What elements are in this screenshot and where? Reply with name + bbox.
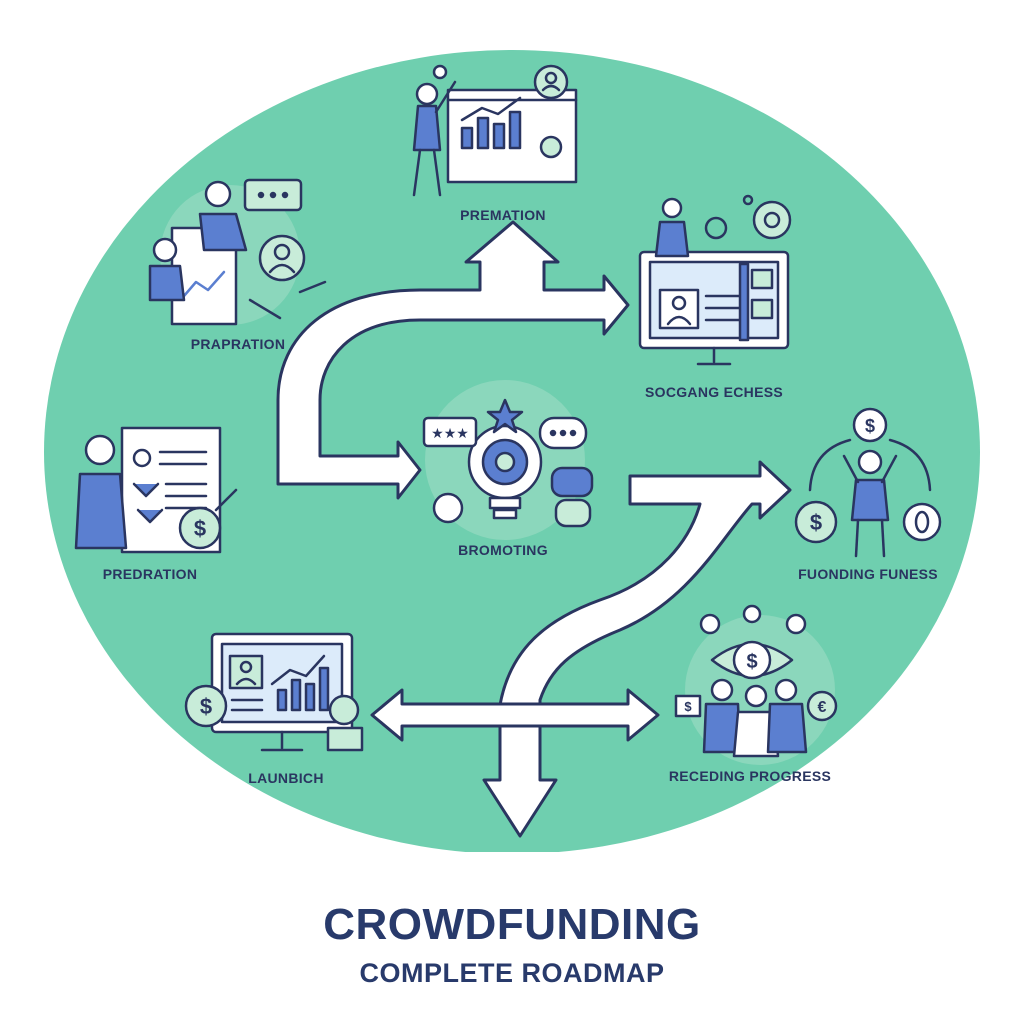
svg-text:$: $ <box>865 416 875 436</box>
monitor-chart-icon: $ <box>184 632 364 752</box>
curved-arrow-upper <box>276 220 630 500</box>
document-checklist-icon: $ <box>74 426 238 554</box>
svg-text:$: $ <box>810 510 822 535</box>
svg-text:$: $ <box>200 694 212 719</box>
stage-label-upper-left: PRAPRATION <box>190 336 286 352</box>
stage-label-left: PREDRATION <box>102 566 198 582</box>
svg-text:$: $ <box>684 699 692 714</box>
person-coins-icon: $ $ <box>794 407 942 558</box>
presentation-chart-icon <box>412 64 578 197</box>
stage-label-top: PREMATION <box>460 207 546 223</box>
diagram-subtitle: COMPLETE ROADMAP <box>359 958 665 988</box>
stage-label-right: FUONDING FUNESS <box>798 566 938 582</box>
stage-label-lower-left: LAUNBICH <box>248 770 324 786</box>
crowd-money-icon: $ $ € <box>674 604 838 758</box>
svg-text:€: € <box>818 699 827 716</box>
svg-text:$: $ <box>746 651 757 673</box>
svg-text:$: $ <box>194 516 206 541</box>
stage-label-center: BROMOTING <box>458 542 548 558</box>
svg-text:★★★: ★★★ <box>431 426 469 442</box>
diagram-title: CROWDFUNDING <box>323 900 701 949</box>
team-planning-icon <box>148 178 327 326</box>
downward-arrow <box>482 724 558 838</box>
flow-arrows <box>276 220 792 838</box>
stage-label-upper-right: SOCGANG ECHESS <box>645 384 783 400</box>
curved-arrow-lower <box>498 460 792 707</box>
monitor-profile-icon <box>638 194 792 366</box>
lightbulb-chat-icon: ★★★ <box>422 398 594 528</box>
horizontal-arrow <box>370 688 660 742</box>
stage-label-lower-right: RECEDING PROGRESS <box>668 768 832 784</box>
